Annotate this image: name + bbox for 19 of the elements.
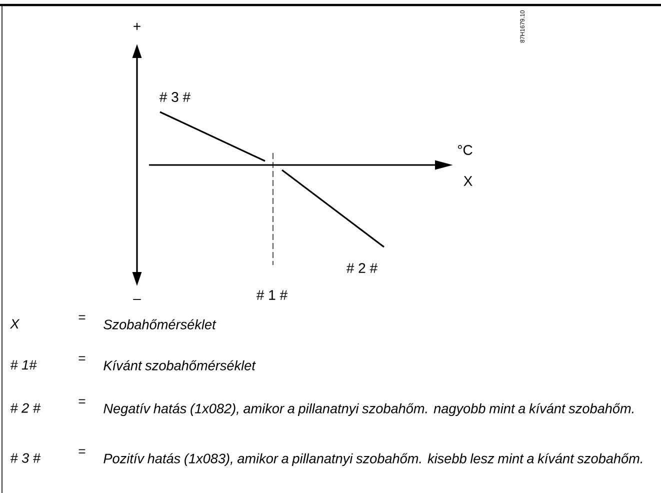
equals-sign: = bbox=[78, 449, 86, 454]
curve-label: # 3 # bbox=[160, 92, 190, 102]
equals-sign: = bbox=[78, 315, 86, 320]
axis-sign: – bbox=[133, 299, 141, 300]
table-text: Szobahőmérséklet bbox=[104, 319, 216, 330]
table-key: X bbox=[10, 319, 20, 329]
equals-sign: = bbox=[78, 356, 86, 360]
table-text: Kívánt szobahőmérséklet bbox=[104, 360, 256, 370]
setpoint-label: # 1 # bbox=[256, 290, 288, 300]
table-key: # 1# bbox=[10, 360, 37, 370]
table-key: # 2 # bbox=[10, 403, 41, 413]
axis-label: X bbox=[464, 176, 472, 186]
table-text: Pozitív hatás (1x083), amikor a pillanatnyi szobahőm. kisebb lesz mint a kívánt szobahőm. bbox=[104, 453, 642, 466]
axis-sign: + bbox=[134, 22, 140, 30]
curve-label: # 2 # bbox=[346, 263, 378, 273]
table-key: # 3 # bbox=[10, 453, 41, 463]
axis-unit: °C bbox=[458, 145, 472, 155]
equals-sign: = bbox=[78, 399, 86, 404]
table-text: Negatív hatás (1x082), amikor a pillanatnyi szobahőm. nagyobb mint a kívánt szobahőm. bbox=[104, 403, 634, 416]
